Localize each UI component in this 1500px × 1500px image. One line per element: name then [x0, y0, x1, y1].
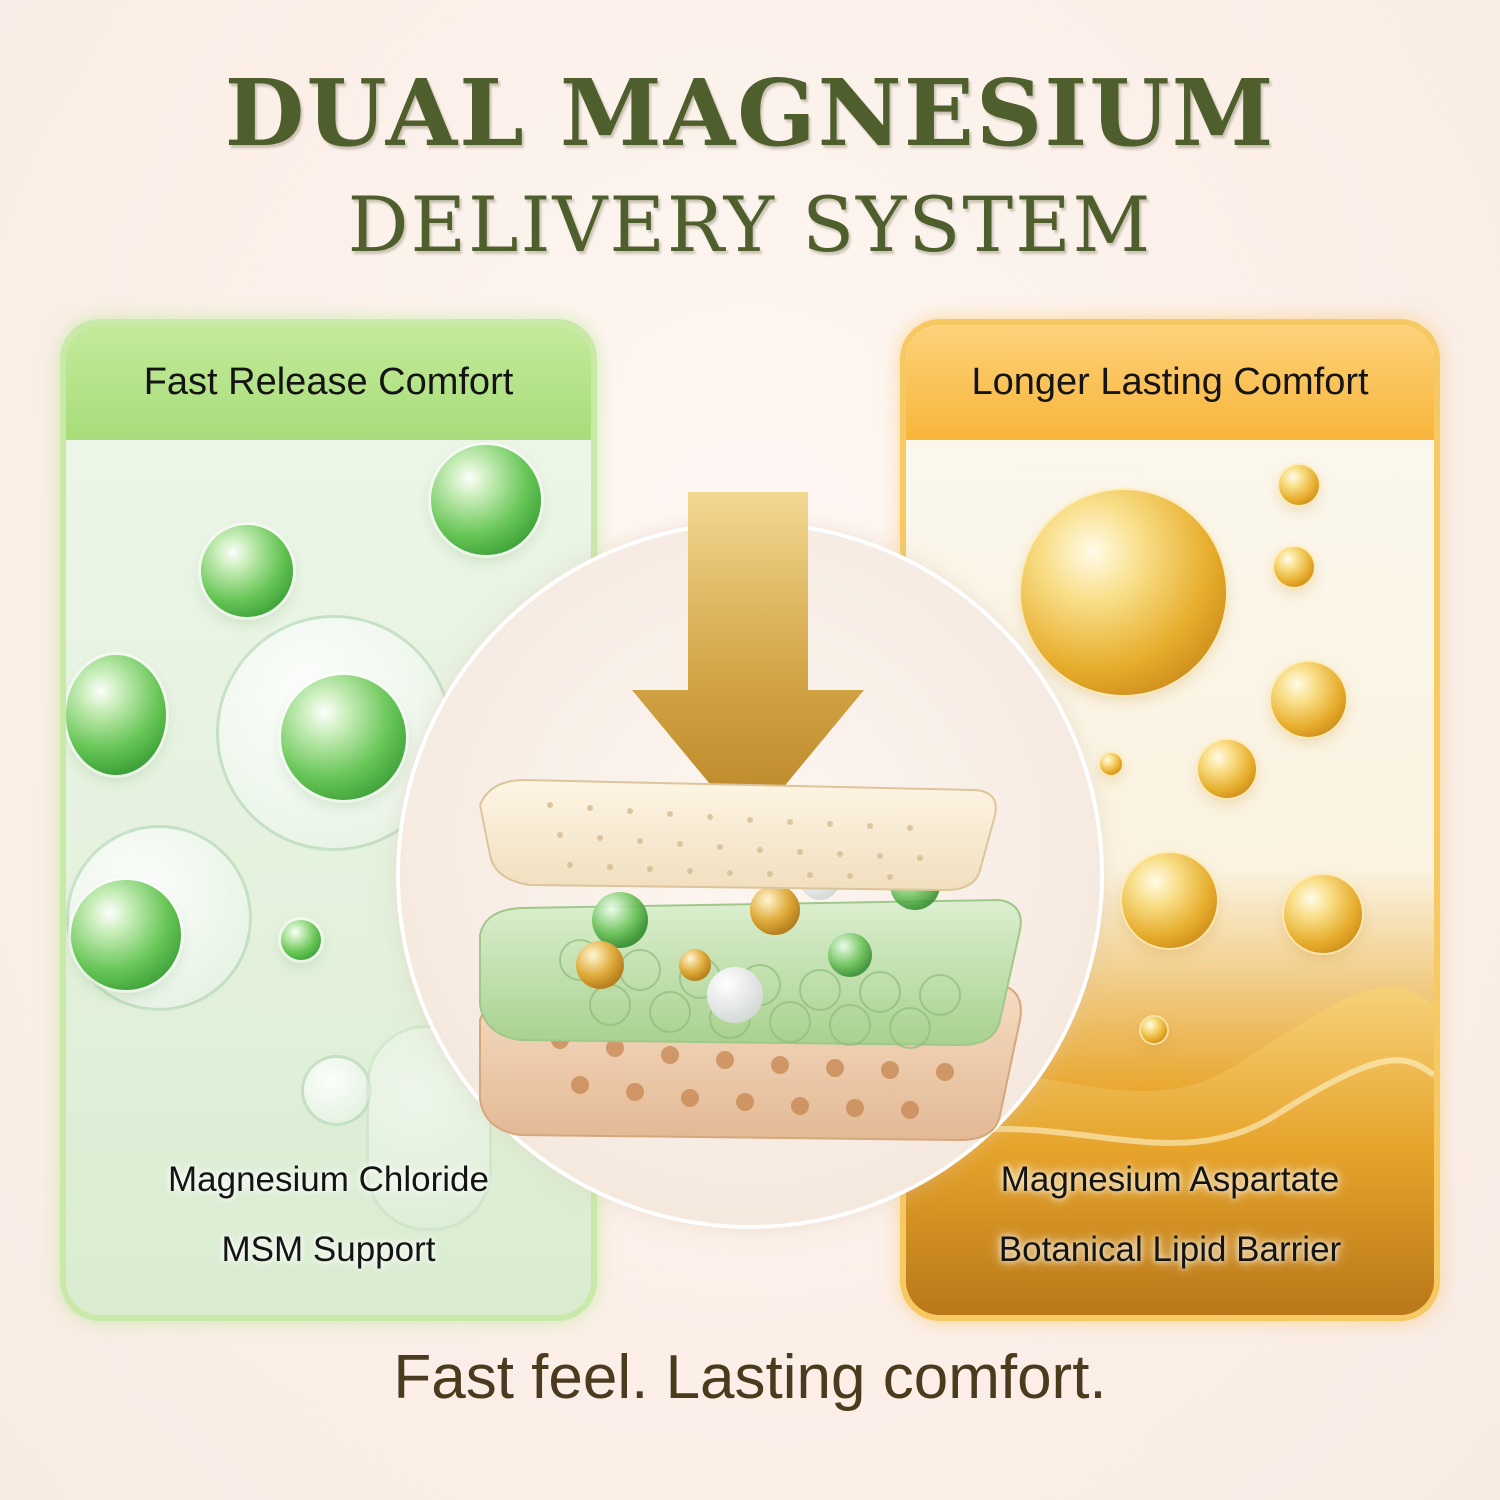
gold-oil-bubble	[1100, 753, 1122, 775]
green-bubble	[431, 445, 541, 555]
gold-oil-bubble	[1141, 1017, 1167, 1043]
green-bubble	[66, 655, 166, 775]
gold-oil-bubble	[1122, 853, 1217, 948]
longer-lasting-heading: Longer Lasting Comfort	[906, 325, 1434, 440]
gold-oil-wave	[906, 987, 1434, 1315]
gold-oil-bubble	[1274, 547, 1314, 587]
ingredient-msm-support: MSM Support	[221, 1230, 436, 1269]
tagline: Fast feel. Lasting comfort.	[393, 1343, 1107, 1412]
green-bubble	[281, 675, 406, 800]
green-bubble	[201, 525, 293, 617]
page-title-line-2: DELIVERY SYSTEM	[347, 180, 1153, 269]
ingredient-magnesium-chloride: Magnesium Chloride	[168, 1160, 489, 1199]
gold-oil-bubble	[1198, 740, 1256, 798]
ingredient-botanical-lipid-barrier: Botanical Lipid Barrier	[998, 1230, 1342, 1269]
layered-patch-illustration	[478, 492, 1022, 1142]
ingredient-magnesium-aspartate: Magnesium Aspartate	[1000, 1160, 1340, 1199]
gold-oil-bubble	[1284, 875, 1362, 953]
clear-bubble	[301, 1055, 372, 1126]
gold-oil-bubble	[1021, 490, 1226, 695]
green-bubble	[281, 920, 321, 960]
top-patch-layer	[478, 778, 997, 892]
page-title-line-1: DUAL MAGNESIUM	[224, 59, 1276, 167]
green-bubble	[71, 880, 181, 990]
gold-oil-bubble	[1271, 662, 1346, 737]
fast-release-heading: Fast Release Comfort	[66, 325, 591, 440]
down-arrow-icon	[632, 492, 864, 830]
gold-oil-bubble	[1279, 465, 1319, 505]
